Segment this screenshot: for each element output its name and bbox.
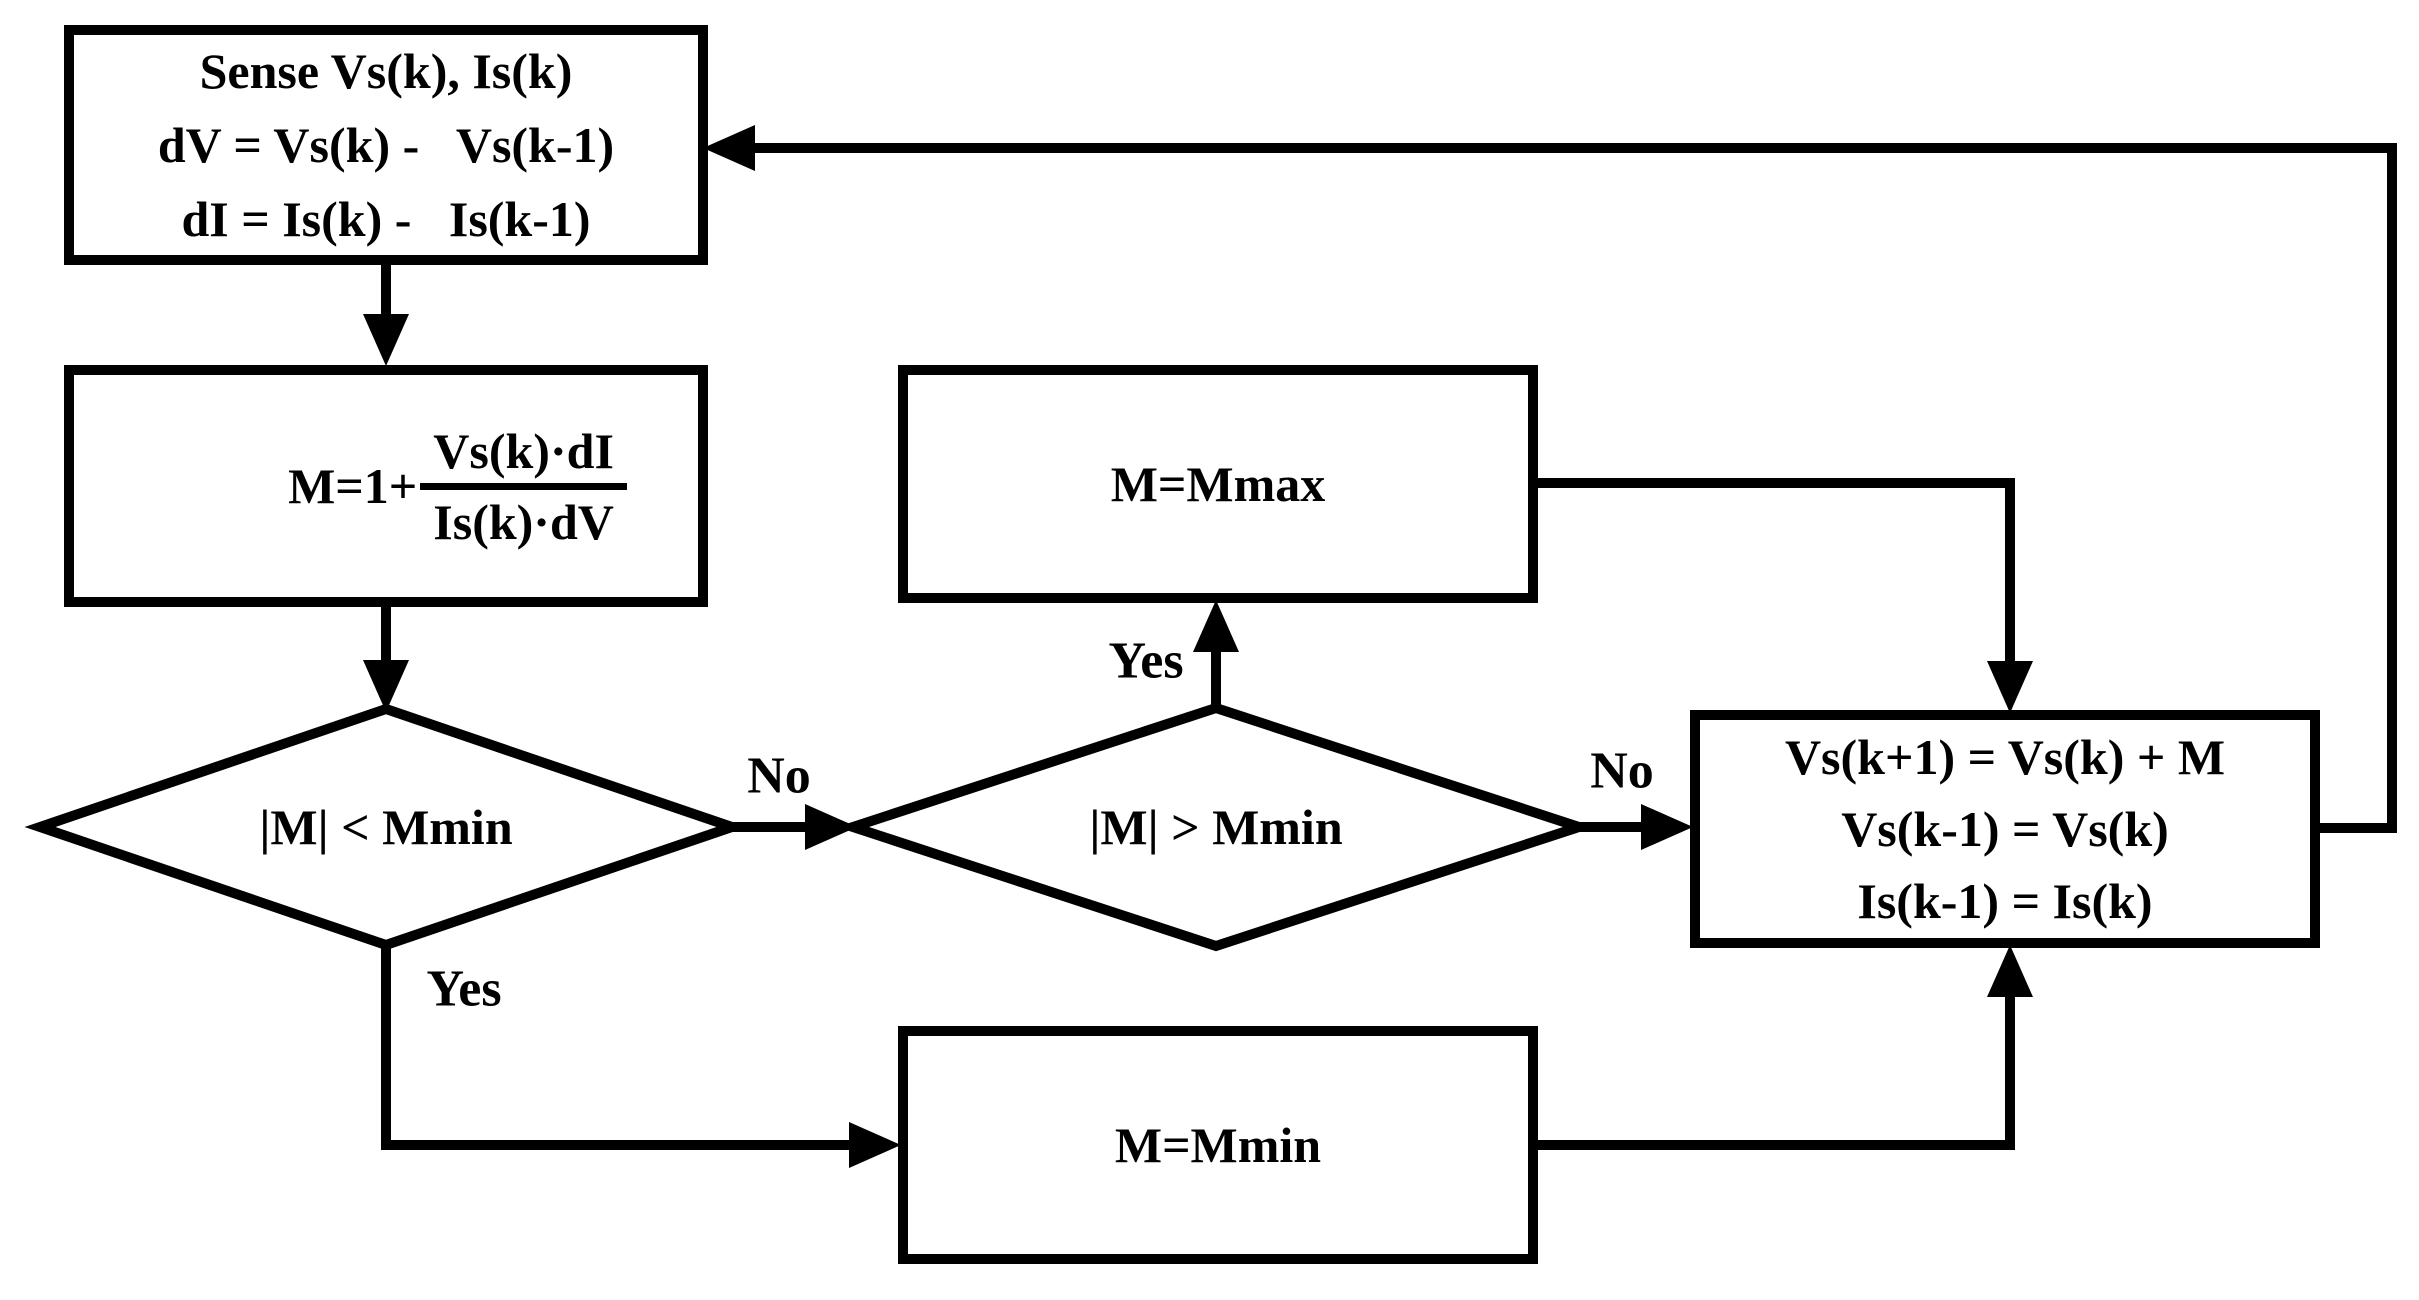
formula-prefix: M=1+: [288, 458, 418, 514]
process-box-update: Vs(k+1) = Vs(k) + M Vs(k-1) = Vs(k) Is(k…: [1690, 710, 2320, 948]
process-box-slope-formula: M=1+ Vs(k)·dI Is(k)·dV: [64, 365, 708, 607]
arrowhead-left-icon: [703, 125, 755, 171]
set-mmin-label: M=Mmin: [1114, 1117, 1322, 1173]
sense-line-1: Sense Vs(k), Is(k): [199, 43, 573, 99]
branch-label-yes-min: Yes: [426, 960, 502, 1018]
branch-label-no-max: No: [1590, 742, 1654, 800]
slope-formula: M=1+ Vs(k)·dI Is(k)·dV: [288, 422, 627, 551]
process-box-set-mmin: M=Mmin: [898, 1026, 1538, 1264]
set-mmax-label: M=Mmax: [1110, 456, 1326, 512]
update-line-1: Vs(k+1) = Vs(k) + M: [1784, 729, 2226, 785]
arrowhead-right-icon: [1641, 804, 1693, 850]
process-box-sense: Sense Vs(k), Is(k) dV = Vs(k) - Vs(k-1) …: [64, 25, 708, 265]
arrowhead-down-icon: [363, 660, 409, 712]
fraction-numerator: Vs(k)·dI: [433, 422, 614, 479]
decision-min-label: |M| < Mmin: [259, 799, 513, 855]
arrowhead-down-icon: [1987, 661, 2033, 713]
decision-diamond-max: [836, 702, 1596, 952]
process-box-set-mmax: M=Mmax: [898, 365, 1538, 603]
sense-line-2: dV = Vs(k) - Vs(k-1): [157, 117, 615, 173]
formula-fraction: Vs(k)·dI Is(k)·dV: [420, 422, 627, 551]
branch-label-yes-max: Yes: [1108, 632, 1184, 690]
sense-line-3: dI = Is(k) - Is(k-1): [181, 191, 591, 247]
edge-feedback-loop: [748, 143, 2397, 833]
arrowhead-right-icon: [849, 1122, 901, 1168]
branch-label-no-min: No: [747, 747, 811, 805]
fraction-bar: [420, 482, 627, 490]
decision-diamond-min: [24, 703, 748, 951]
arrowhead-right-icon: [805, 804, 857, 850]
update-line-3: Is(k-1) = Is(k): [1857, 873, 2153, 929]
fraction-denominator: Is(k)·dV: [433, 493, 614, 550]
decision-max-label: |M| > Mmin: [1089, 799, 1343, 855]
arrowhead-up-icon: [1193, 600, 1239, 652]
update-line-2: Vs(k-1) = Vs(k): [1841, 801, 2169, 857]
arrowhead-down-icon: [363, 314, 409, 366]
edge-setmax-to-update: [1534, 478, 2015, 668]
edge-setmin-to-update: [1534, 990, 2015, 1150]
edge-checkmin-yes: [381, 940, 856, 1150]
arrowhead-up-icon: [1987, 945, 2033, 997]
